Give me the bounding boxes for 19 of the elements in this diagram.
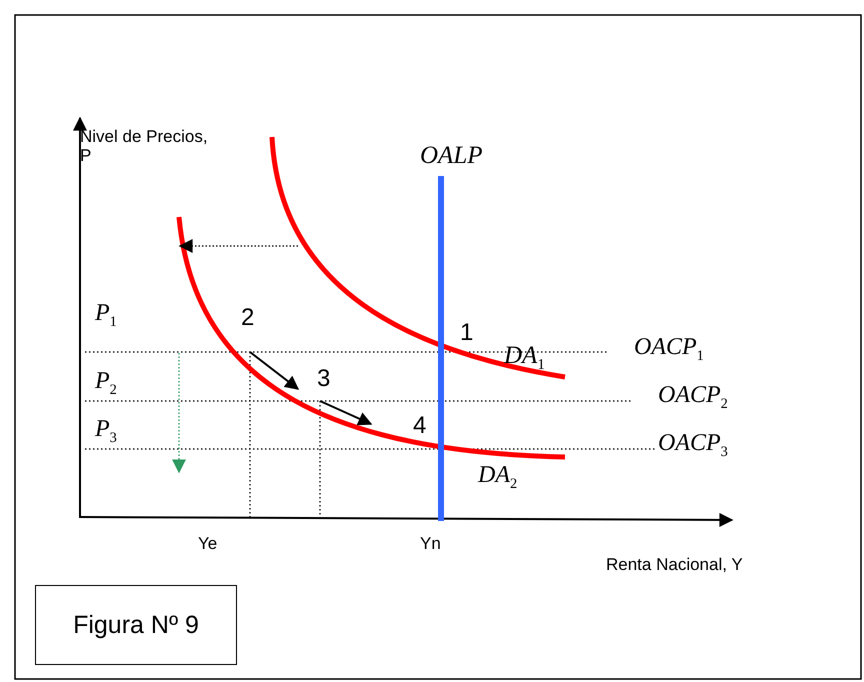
curve-label: OACP$_{1}$	[634, 334, 704, 365]
curve-label: DA$_{2}$	[478, 462, 518, 493]
curve-label: OACP$_{3}$	[658, 430, 728, 461]
point-label: 4	[413, 413, 426, 440]
curve-label: OALP	[420, 142, 482, 170]
caption-box	[35, 585, 237, 665]
point-label: 2	[241, 305, 254, 332]
point-label: 3	[317, 366, 330, 392]
tick-label: Ye	[198, 535, 218, 554]
price-label: P$_{1}$	[95, 300, 117, 331]
curve-label: OACP$_{2}$	[658, 382, 728, 413]
axis-title: Renta Nacional, Y	[606, 556, 743, 575]
curve-label: DA$_{1}$	[504, 342, 545, 374]
price-label: P$_{2}$	[95, 368, 117, 399]
point-label: 1	[460, 320, 474, 346]
price-label: P$_{3}$	[95, 416, 117, 447]
tick-label: Yn	[420, 535, 441, 554]
figure-caption: Figura Nº 9	[73, 610, 199, 640]
axis-title: Nivel de Precios, P	[80, 128, 209, 166]
